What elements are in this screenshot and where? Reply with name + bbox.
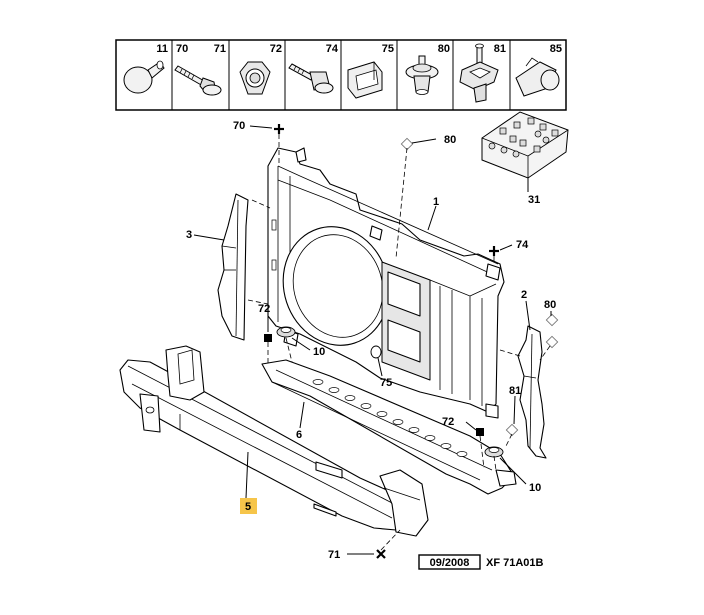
callout-10-left: 10	[313, 346, 325, 358]
fastener-70-cross	[274, 124, 284, 134]
air-deflector-2	[517, 325, 547, 459]
callout-74: 74	[516, 239, 529, 251]
hex-nut-icon	[239, 61, 271, 95]
table-ref-70: 70	[176, 43, 188, 55]
callout-6: 6	[296, 429, 302, 441]
callout-31: 31	[528, 194, 540, 206]
callout-75: 75	[380, 377, 392, 389]
rivet-icon	[405, 55, 439, 95]
callout-72-left: 72	[258, 303, 270, 315]
footer: 09/2008 XF 71A01B	[418, 554, 544, 570]
table-ref-74: 74	[326, 43, 339, 55]
callout-2: 2	[521, 289, 527, 301]
stud-bolt-icon	[288, 63, 334, 94]
table-ref-80: 80	[438, 43, 450, 55]
callout-5: 5	[245, 501, 251, 513]
clip-icon	[347, 61, 383, 99]
callout-71: 71	[328, 549, 340, 561]
push-cap-icon	[123, 60, 165, 94]
fastener-72-square-right	[476, 428, 484, 436]
table-ref-11: 11	[156, 43, 168, 55]
fastener-71-cross	[376, 549, 386, 559]
table-ref-85: 85	[550, 43, 562, 55]
fastener-icon	[515, 57, 560, 97]
bumper-beam-5	[119, 345, 429, 537]
bolt-icon	[174, 65, 222, 96]
air-deflector-3	[217, 193, 249, 341]
table-ref-75: 75	[382, 43, 394, 55]
callout-80-right: 80	[544, 299, 556, 311]
callout-5-highlight	[240, 498, 257, 514]
parts-table: 11 70 71 72 74	[115, 39, 567, 111]
fastener-72-square-left	[264, 334, 272, 342]
callout-81: 81	[509, 385, 521, 397]
callout-10-right: 10	[529, 482, 541, 494]
callout-70: 70	[233, 120, 245, 132]
table-ref-81: 81	[494, 43, 506, 55]
footer-code: XF 71A01B	[486, 557, 544, 569]
fastener-kit-31	[481, 111, 569, 192]
radiator-frame-1	[267, 147, 505, 419]
leader-lines	[193, 125, 552, 555]
callout-80-top: 80	[444, 134, 456, 146]
footer-date: 09/2008	[430, 557, 470, 569]
callout-72-right: 72	[442, 416, 454, 428]
screw-clip-icon	[459, 43, 499, 103]
fastener-74-cross	[489, 246, 499, 256]
callout-1: 1	[433, 196, 439, 208]
lower-crossmember-6	[261, 359, 517, 495]
callout-3: 3	[186, 229, 192, 241]
table-ref-72: 72	[270, 43, 282, 55]
table-ref-71: 71	[214, 43, 226, 55]
